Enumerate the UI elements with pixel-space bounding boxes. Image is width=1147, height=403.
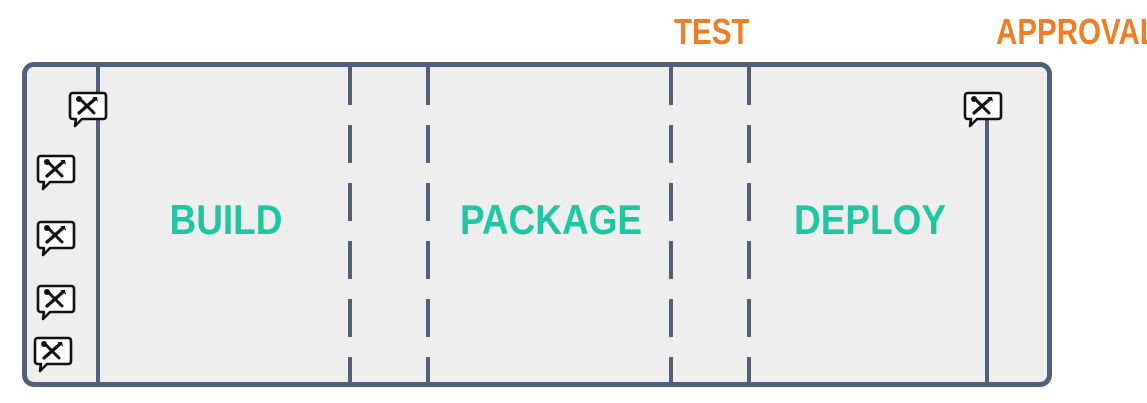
tool-icon <box>36 153 76 193</box>
pipeline-frame: BUILD PACKAGE DEPLOY <box>22 62 1052 387</box>
tool-icon <box>963 90 1003 130</box>
tool-icon <box>68 90 108 130</box>
stage-build: BUILD <box>169 196 283 243</box>
tool-icon <box>33 335 73 375</box>
test-right-divider <box>747 67 751 382</box>
tool-icon <box>36 283 76 323</box>
test-label: TEST <box>674 11 750 52</box>
build-right-divider <box>348 67 352 382</box>
tool-icon <box>36 219 76 259</box>
stage-deploy: DEPLOY <box>794 196 946 243</box>
approval-label: APPROVAL <box>996 11 1147 52</box>
build-left-divider <box>96 67 100 382</box>
package-left-divider <box>426 67 430 382</box>
stage-package: PACKAGE <box>459 196 643 243</box>
approval-divider <box>985 107 989 382</box>
test-left-divider <box>669 67 673 382</box>
